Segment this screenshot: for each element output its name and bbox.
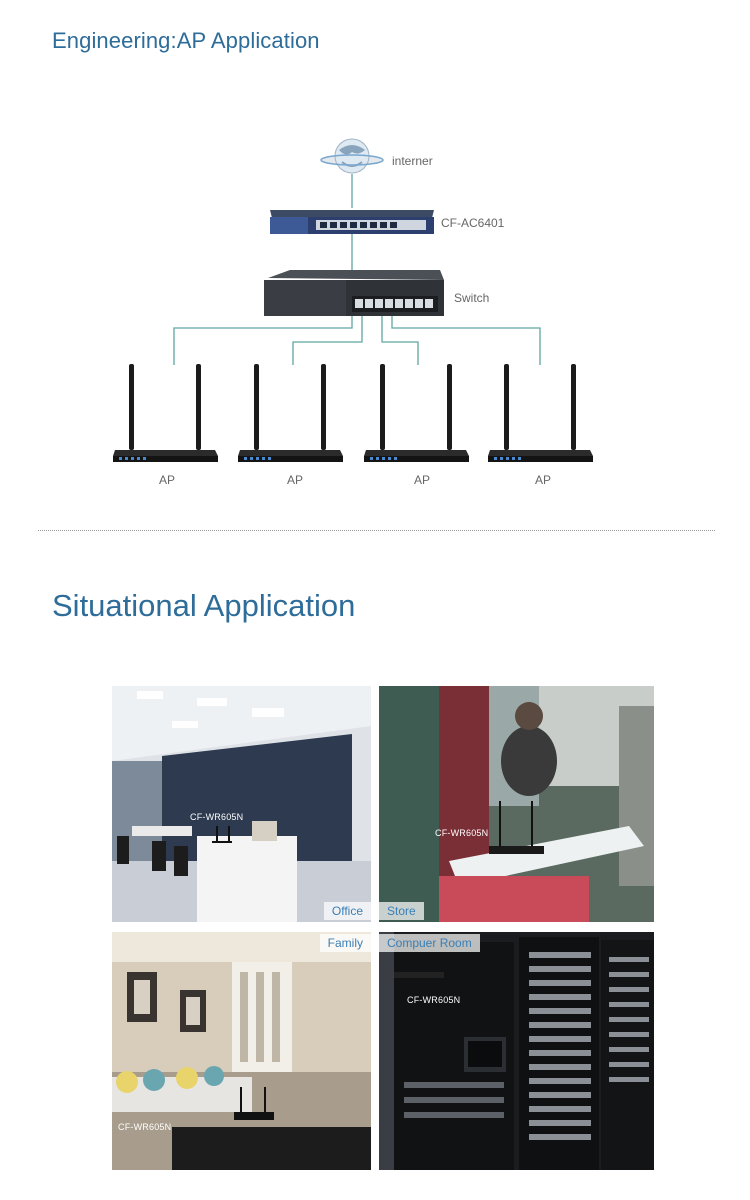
family-photo: CF-WR605N Family — [112, 932, 371, 1170]
controller-label: CF-AC6401 — [441, 216, 505, 230]
ap-topology-diagram: interner CF-AC6401 Switch — [113, 138, 593, 487]
engineering-title: Engineering:AP Application — [52, 28, 320, 53]
controller-device-icon — [270, 210, 434, 234]
office-photo: CF-WR605N Office — [112, 686, 371, 922]
access-point-icon — [364, 364, 469, 462]
ap-label: AP — [535, 473, 551, 487]
connection-lines — [173, 174, 541, 365]
family-tag: Family — [319, 934, 371, 952]
ap-label: AP — [159, 473, 175, 487]
switch-device-icon — [264, 270, 444, 316]
section-divider — [38, 530, 715, 531]
ap-label: AP — [414, 473, 430, 487]
store-tag: Store — [379, 902, 424, 920]
computer-room-photo: CF-WR605N Compuer Room — [379, 932, 654, 1170]
access-point-icon — [488, 364, 593, 462]
computer-room-model-label: CF-WR605N — [407, 995, 461, 1005]
internet-globe-icon — [320, 138, 384, 174]
ap-label: AP — [287, 473, 303, 487]
family-model-label: CF-WR605N — [118, 1122, 172, 1132]
access-point-icon — [113, 364, 218, 462]
access-point-icon — [238, 364, 343, 462]
store-model-label: CF-WR605N — [435, 828, 489, 838]
situational-title: Situational Application — [52, 588, 356, 623]
office-model-label: CF-WR605N — [190, 812, 244, 822]
office-tag: Office — [323, 902, 371, 920]
internet-label: interner — [392, 154, 433, 168]
switch-label: Switch — [454, 291, 489, 305]
store-photo: CF-WR605N Store — [379, 686, 654, 922]
computer-room-tag: Compuer Room — [379, 934, 480, 952]
